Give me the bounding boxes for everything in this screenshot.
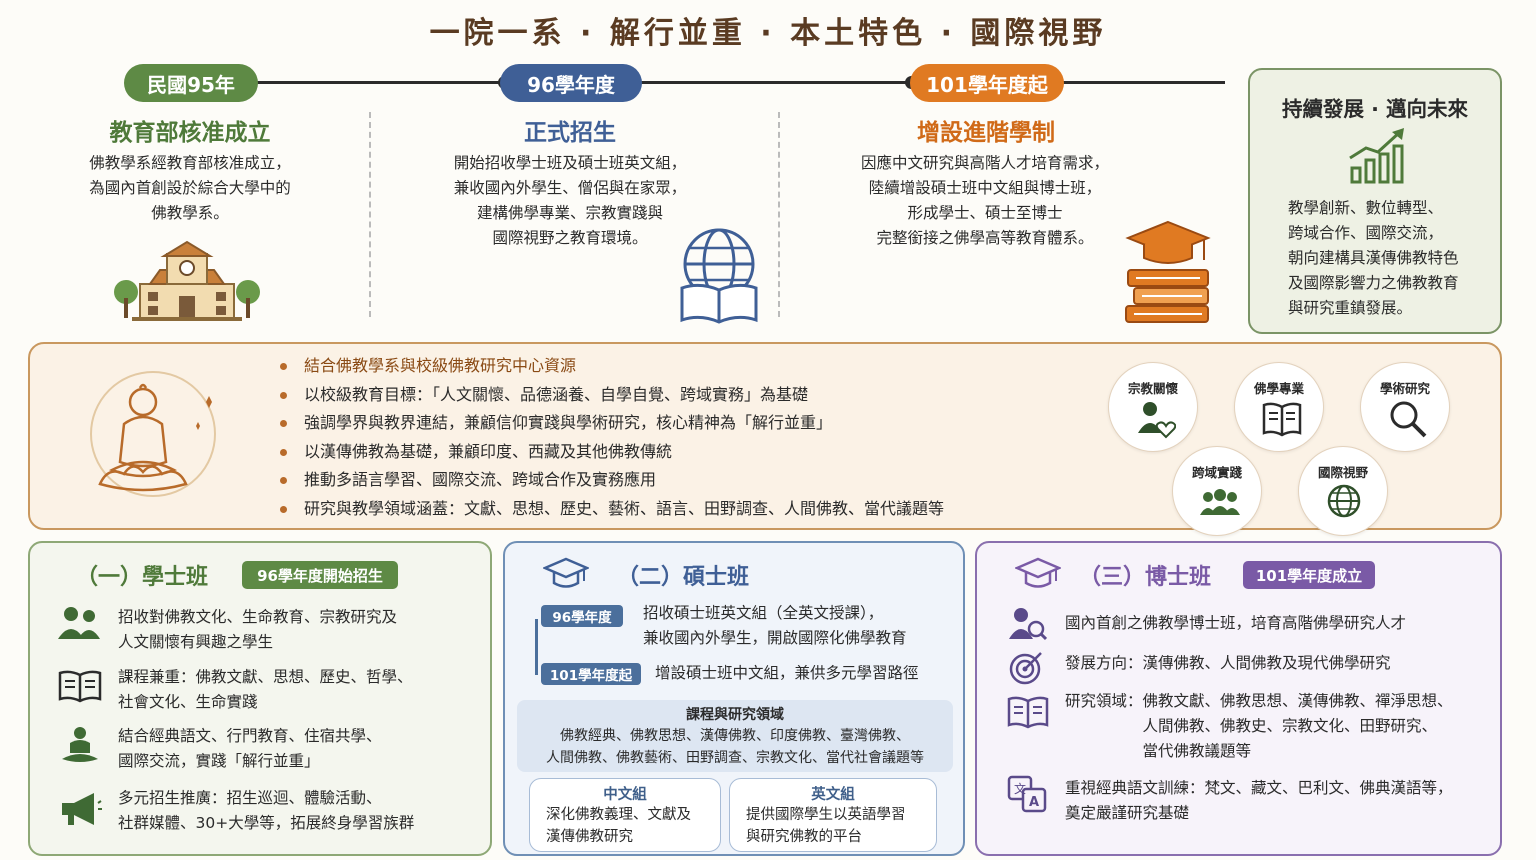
course-areas-box: 課程與研究領域 佛教經典、佛教思想、漢傳佛教、印度佛教、臺灣佛教、 人間佛教、佛… (517, 700, 953, 772)
translate-icon: 文 A (1007, 775, 1047, 813)
course-areas-title: 課程與研究領域 (686, 707, 784, 723)
master-desc-101: 增設碩士班中文組，兼供多元學習路徑 (655, 664, 919, 682)
future-development-box: 持續發展 · 邁向未來 教學創新、數位轉型、 跨域合作、國際交流， 朝向建構具漢… (1248, 68, 1502, 334)
circle-buddhist-expertise: 佛學專業 (1234, 362, 1324, 452)
master-timeline-line (535, 619, 538, 675)
svg-text:A: A (1029, 795, 1039, 810)
feature-list: 結合佛教學系與校級佛教研究中心資源 以校級教育目標：「人文關懷、品德涵養、自學自… (279, 352, 944, 524)
master-tag-96: 96學年度 (541, 605, 623, 627)
chinese-group-box: 中文組 深化佛教義理、文獻及 漢傳佛教研究 (529, 778, 721, 852)
course-areas-desc: 佛教經典、佛教思想、漢傳佛教、印度佛教、臺灣佛教、 人間佛教、佛教藝術、田野調查… (546, 728, 924, 766)
person-heart-icon (1138, 402, 1176, 439)
english-group-title: 英文組 (811, 787, 855, 803)
bachelor-item: 結合經典語文、行門教育、住宿共學、 國際交流，實踐「解行並重」 (118, 727, 382, 770)
circle-global-vision: 國際視野 (1298, 446, 1388, 536)
future-desc: 教學創新、數位轉型、 跨域合作、國際交流， 朝向建構具漢傳佛教特色 及國際影響力… (1288, 199, 1459, 317)
milestone-pill-101: 101學年度起 (910, 64, 1064, 102)
milestone-title: 教育部核准成立 (109, 120, 271, 146)
english-group-box: 英文組 提供國際學生以英語學習 與研究佛教的平台 (729, 778, 937, 852)
milestone-desc: 佛教學系經教育部核准成立， 為國內首創設於綜合大學中的 佛教學系。 (89, 154, 291, 222)
graduation-cap-icon (1015, 557, 1061, 588)
bachelor-tag: 96學年度開始招生 (242, 561, 398, 589)
divider (778, 112, 780, 317)
feature-item: 推動多語言學習、國際交流、跨域合作及實務應用 (279, 466, 944, 495)
master-desc-96: 招收碩士班英文組（全英文授課）， 兼收國內外學生，開啟國際化佛學教育 (643, 604, 907, 647)
phd-item: 重視經典語文訓練：梵文、藏文、巴利文、佛典漢語等， 奠定嚴謹研究基礎 (1065, 779, 1453, 822)
milestone-title: 正式招生 (524, 120, 616, 146)
feature-item: 以校級教育目標：「人文關懷、品德涵養、自學自覺、跨域實務」為基礎 (279, 381, 944, 410)
feature-item: 研究與教學領域涵蓋：文獻、思想、歷史、藝術、語言、田野調查、人間佛教、當代議題等 (279, 495, 944, 524)
university-building-icon (114, 240, 260, 321)
svg-text:文: 文 (1014, 781, 1026, 796)
circle-cross-domain: 跨域實踐 (1172, 446, 1262, 536)
master-tag-101: 101學年度起 (541, 663, 641, 685)
bachelor-item: 招收對佛教文化、生命教育、宗教研究及 人文關懷有興趣之學生 (118, 608, 398, 651)
students-icon (58, 607, 100, 639)
graduation-books-icon (1125, 220, 1211, 323)
core-features-band: 結合佛教學系與校級佛教研究中心資源 以校級教育目標：「人文關懷、品德涵養、自學自… (28, 342, 1502, 536)
phd-tag: 101學年度成立 (1243, 561, 1375, 589)
divider (369, 112, 371, 317)
future-title: 持續發展 · 邁向未來 (1281, 97, 1469, 121)
circle-academic-research: 學術研究 (1360, 362, 1450, 452)
master-title: （二）碩士班 (617, 565, 750, 590)
target-icon (1009, 652, 1042, 685)
phd-item: 發展方向：漢傳佛教、人間佛教及現代佛學研究 (1065, 654, 1391, 672)
bachelor-item: 多元招生推廣：招生巡迴、體驗活動、 社群媒體、30+大學等，拓展終身學習族群 (118, 789, 415, 832)
group-people-icon (1200, 489, 1240, 515)
milestone-pill-96: 96學年度 (500, 64, 642, 102)
feature-item: 強調學界與教界連結，兼顧信仰實踐與學術研究，核心精神為「解行並重」 (279, 409, 944, 438)
phd-panel: （三）博士班 101學年度成立 國內首創之佛教學博士班，培育高階佛學研究人才 發… (975, 541, 1502, 856)
chinese-group-title: 中文組 (603, 787, 647, 803)
bachelor-title: （一）學士班 (76, 565, 209, 590)
phd-item: 研究領域：佛教文獻、佛教思想、漢傳佛教、禪淨思想、 人間佛教、佛教史、宗教文化、… (1065, 692, 1453, 760)
globe-book-icon (680, 228, 758, 324)
circle-label: 跨域實踐 (1191, 465, 1242, 480)
phd-title: （三）博士班 (1079, 565, 1212, 590)
circle-label: 國際視野 (1317, 465, 1368, 480)
magnifier-icon (1390, 401, 1427, 438)
book-icon (58, 670, 102, 703)
bachelor-item: 課程兼重：佛教文獻、思想、歷史、哲學、 社會文化、生命實踐 (118, 668, 413, 711)
meditation-icon (62, 727, 98, 762)
phd-item: 國內首創之佛教學博士班，培育高階佛學研究人才 (1065, 614, 1407, 632)
milestone-title: 增設進階學制 (917, 120, 1055, 146)
growth-chart-icon (1349, 128, 1404, 184)
circle-label: 學術研究 (1379, 381, 1430, 396)
english-group-desc: 提供國際學生以英語學習 與研究佛教的平台 (746, 807, 906, 845)
globe-icon (1327, 484, 1361, 518)
feature-item: 結合佛教學系與校級佛教研究中心資源 (279, 352, 944, 381)
feature-item: 以漢傳佛教為基礎，兼顧印度、西藏及其他佛教傳統 (279, 438, 944, 467)
buddha-icon (90, 371, 216, 497)
master-panel: （二）碩士班 96學年度 招收碩士班英文組（全英文授課）， 兼收國內外學生，開啟… (503, 541, 965, 856)
milestone-pill-95: 民國95年 (124, 64, 258, 102)
bachelor-panel: （一）學士班 96學年度開始招生 招收對佛教文化、生命教育、宗教研究及 人文關懷… (28, 541, 492, 856)
page-title: 一院一系 · 解行並重 · 本土特色 · 國際視野 (429, 16, 1107, 51)
book-icon (1262, 402, 1302, 437)
scholar-icon (1009, 608, 1047, 641)
megaphone-icon (62, 793, 102, 825)
circle-label: 宗教關懷 (1127, 381, 1178, 396)
graduation-cap-icon (543, 557, 589, 588)
milestone-desc: 開始招收學士班及碩士班英文組， 兼收國內外學生、僧侶與在家眾， 建構佛學專業、宗… (453, 154, 687, 247)
book-icon (1007, 696, 1049, 729)
milestone-desc: 因應中文研究與高階人才培育需求， 陸續增設碩士班中文組與博士班， 形成學士、碩士… (860, 154, 1109, 247)
circle-religious-care: 宗教關懷 (1108, 362, 1198, 452)
chinese-group-desc: 深化佛教義理、文獻及 漢傳佛教研究 (546, 807, 691, 845)
circle-label: 佛學專業 (1253, 381, 1304, 396)
timeline-line (255, 81, 1225, 84)
